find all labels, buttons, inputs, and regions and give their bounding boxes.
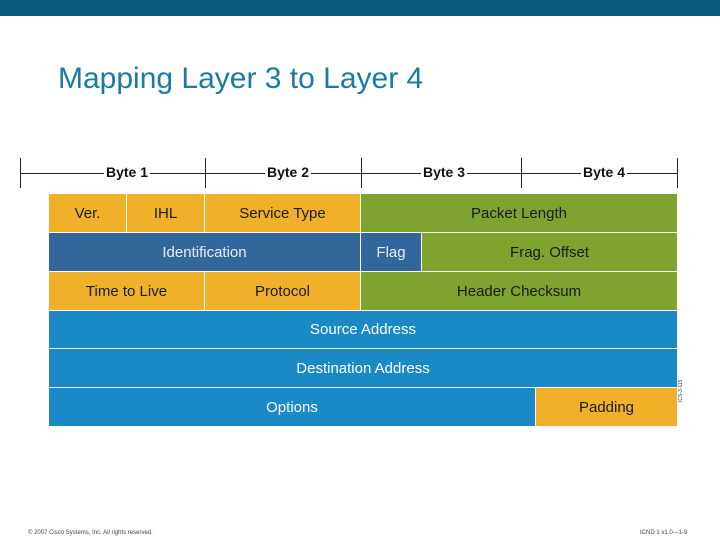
byte-label-3: Byte 3 — [420, 164, 468, 180]
field-destination-address: Destination Address — [49, 349, 678, 388]
field-label: IHL — [153, 204, 178, 222]
field-label: Ver. — [74, 204, 101, 222]
field-label: Flag — [376, 243, 406, 261]
ruler-tick — [361, 158, 362, 188]
ruler-line — [20, 173, 678, 174]
field-label: Destination Address — [296, 359, 430, 377]
field-frag-offset: Frag. Offset — [422, 233, 678, 272]
byte-label-1: Byte 1 — [103, 164, 151, 180]
field-label: Protocol — [254, 282, 311, 300]
copyright-footer: © 2007 Cisco Systems, Inc. All rights re… — [28, 530, 153, 536]
byte-label-2: Byte 2 — [264, 164, 312, 180]
field-options: Options — [49, 388, 536, 427]
field-source-address: Source Address — [49, 311, 678, 349]
top-bar — [0, 0, 720, 16]
figure-code: ICS-3-115 — [678, 379, 684, 402]
field-label: Service Type — [239, 204, 326, 222]
byte-ruler: Byte 1 Byte 2 Byte 3 Byte 4 — [20, 158, 678, 188]
field-label: Time to Live — [85, 282, 168, 300]
field-label: Frag. Offset — [510, 243, 589, 261]
ruler-tick — [205, 158, 206, 188]
ruler-tick — [521, 158, 522, 188]
field-header-checksum: Header Checksum — [361, 272, 678, 311]
slide-number-footer: ICND 1 v1.0—1-9 — [640, 530, 688, 536]
field-version: Ver. — [49, 194, 127, 233]
field-label: Padding — [578, 398, 635, 416]
ruler-tick — [677, 158, 678, 188]
field-flag: Flag — [361, 233, 422, 272]
field-packet-length: Packet Length — [361, 194, 678, 233]
byte-label-4: Byte 4 — [580, 164, 628, 180]
field-identification: Identification — [49, 233, 361, 272]
field-service-type: Service Type — [205, 194, 361, 233]
ruler-tick — [20, 158, 21, 188]
field-ihl: IHL — [127, 194, 205, 233]
field-time-to-live: Time to Live — [49, 272, 205, 311]
field-label: Packet Length — [471, 204, 567, 222]
ip-header-diagram: Ver. IHL Service Type Packet Length Iden… — [49, 194, 678, 427]
field-label: Identification — [162, 243, 247, 261]
field-protocol: Protocol — [205, 272, 361, 311]
field-padding: Padding — [536, 388, 678, 427]
field-label: Options — [266, 398, 318, 416]
field-label: Source Address — [310, 321, 416, 338]
slide-title: Mapping Layer 3 to Layer 4 — [58, 62, 424, 95]
field-label: Header Checksum — [456, 282, 582, 300]
